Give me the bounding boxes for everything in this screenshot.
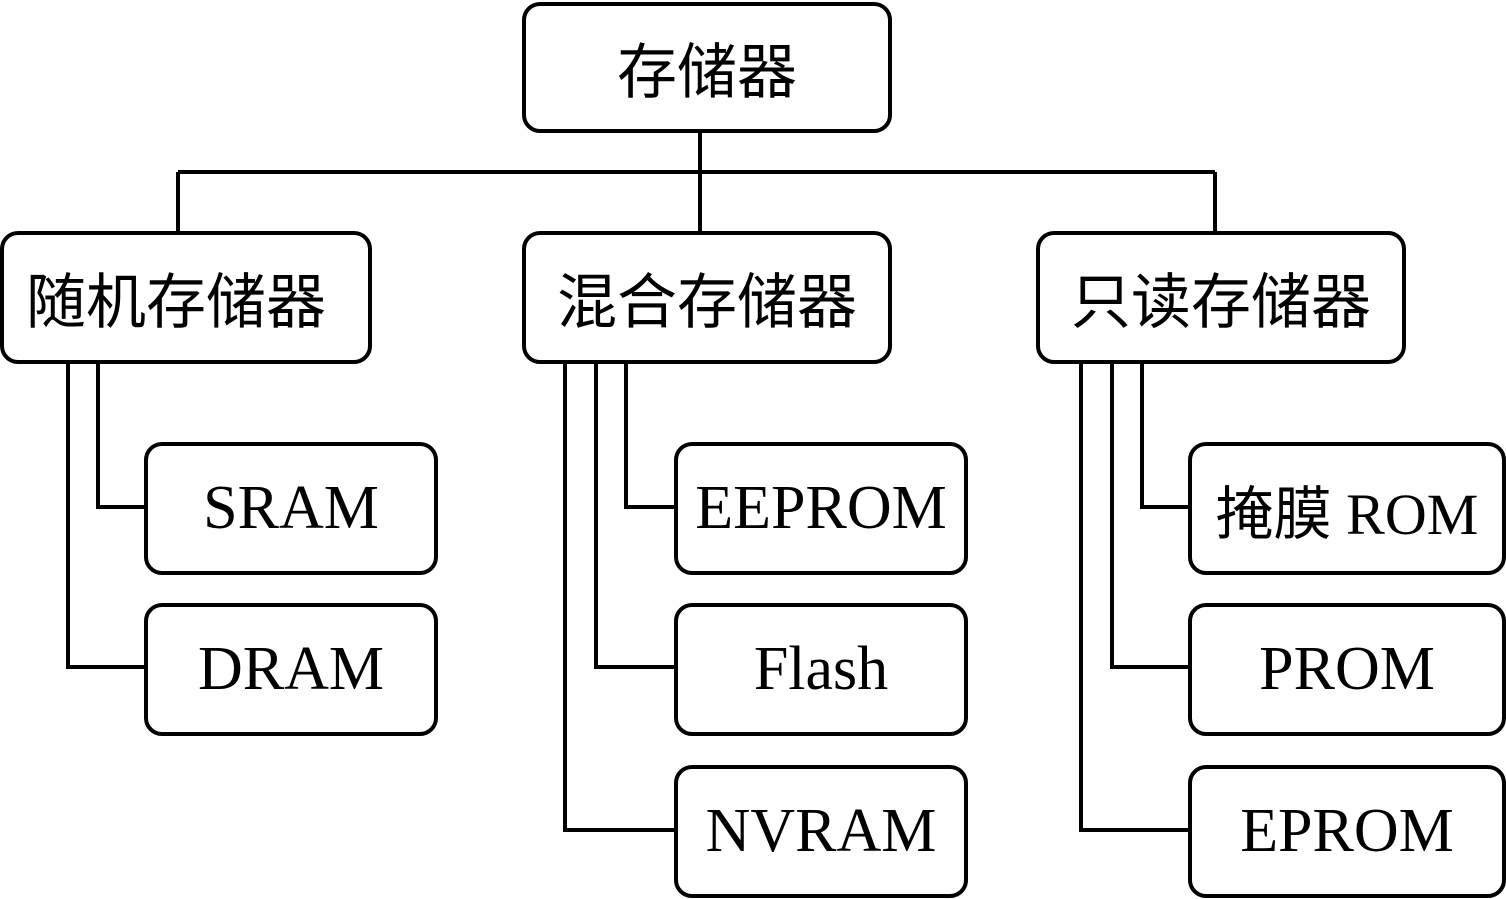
- branch-mask-rom: [1140, 362, 1190, 509]
- branch-sram: [96, 362, 146, 509]
- branch-nvram: [563, 362, 676, 832]
- category-label: 只读存储器: [1071, 268, 1371, 338]
- branch-eeprom: [624, 362, 676, 509]
- leaf-node: Flash: [674, 603, 968, 736]
- branch-dram: [66, 362, 146, 669]
- leaf-label: PROM: [1259, 635, 1435, 703]
- leaf-node: PROM: [1188, 603, 1506, 736]
- root-node: 存储器: [522, 2, 892, 133]
- category-label: 混合存储器: [557, 268, 857, 338]
- leaf-node: EPROM: [1188, 765, 1506, 898]
- category-read-only: 只读存储器: [1036, 231, 1406, 364]
- branch-prom: [1110, 362, 1190, 669]
- leaf-label: SRAM: [203, 474, 379, 542]
- leaf-label: EEPROM: [695, 474, 947, 542]
- branch-flash: [594, 362, 676, 669]
- leaf-node: EEPROM: [674, 442, 968, 575]
- leaf-node: NVRAM: [674, 765, 968, 898]
- category-hybrid: 混合存储器: [522, 231, 892, 364]
- leaf-label: EPROM: [1240, 797, 1454, 865]
- leaf-node: DRAM: [144, 603, 438, 736]
- root-label: 存储器: [617, 38, 797, 108]
- leaf-label: DRAM: [197, 635, 385, 703]
- leaf-label: 掩膜 ROM: [1215, 481, 1479, 547]
- leaf-label: Flash: [753, 635, 889, 703]
- leaf-label: NVRAM: [705, 797, 937, 865]
- category-label: 随机存储器: [26, 268, 326, 338]
- category-random-access: 随机存储器: [0, 231, 372, 364]
- branch-eprom: [1079, 362, 1190, 832]
- leaf-node: SRAM: [144, 442, 438, 575]
- leaf-node: 掩膜 ROM: [1188, 442, 1506, 575]
